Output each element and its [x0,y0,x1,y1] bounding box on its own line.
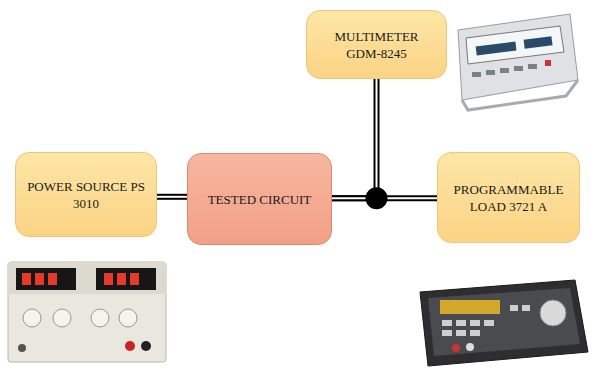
box-label: TESTED CIRCUIT [208,191,312,208]
box-label: MULTIMETER GDM-8245 [317,28,436,62]
double-wire [332,79,377,198]
junction-dot [366,187,388,209]
box-label: POWER SOURCE PS 3010 [26,178,146,212]
instrument-box: POWER SOURCE PS 3010 [15,152,157,237]
instrument-box: PROGRAMMABLE LOAD 3721 A [437,152,580,243]
circuit-box: TESTED CIRCUIT [187,153,332,245]
double-wire [157,196,187,197]
multimeter-picture [458,14,578,110]
power-supply-picture [8,262,166,362]
box-label: PROGRAMMABLE LOAD 3721 A [448,181,569,215]
electronic-load-picture [420,280,588,366]
instrument-box: MULTIMETER GDM-8245 [306,10,447,79]
